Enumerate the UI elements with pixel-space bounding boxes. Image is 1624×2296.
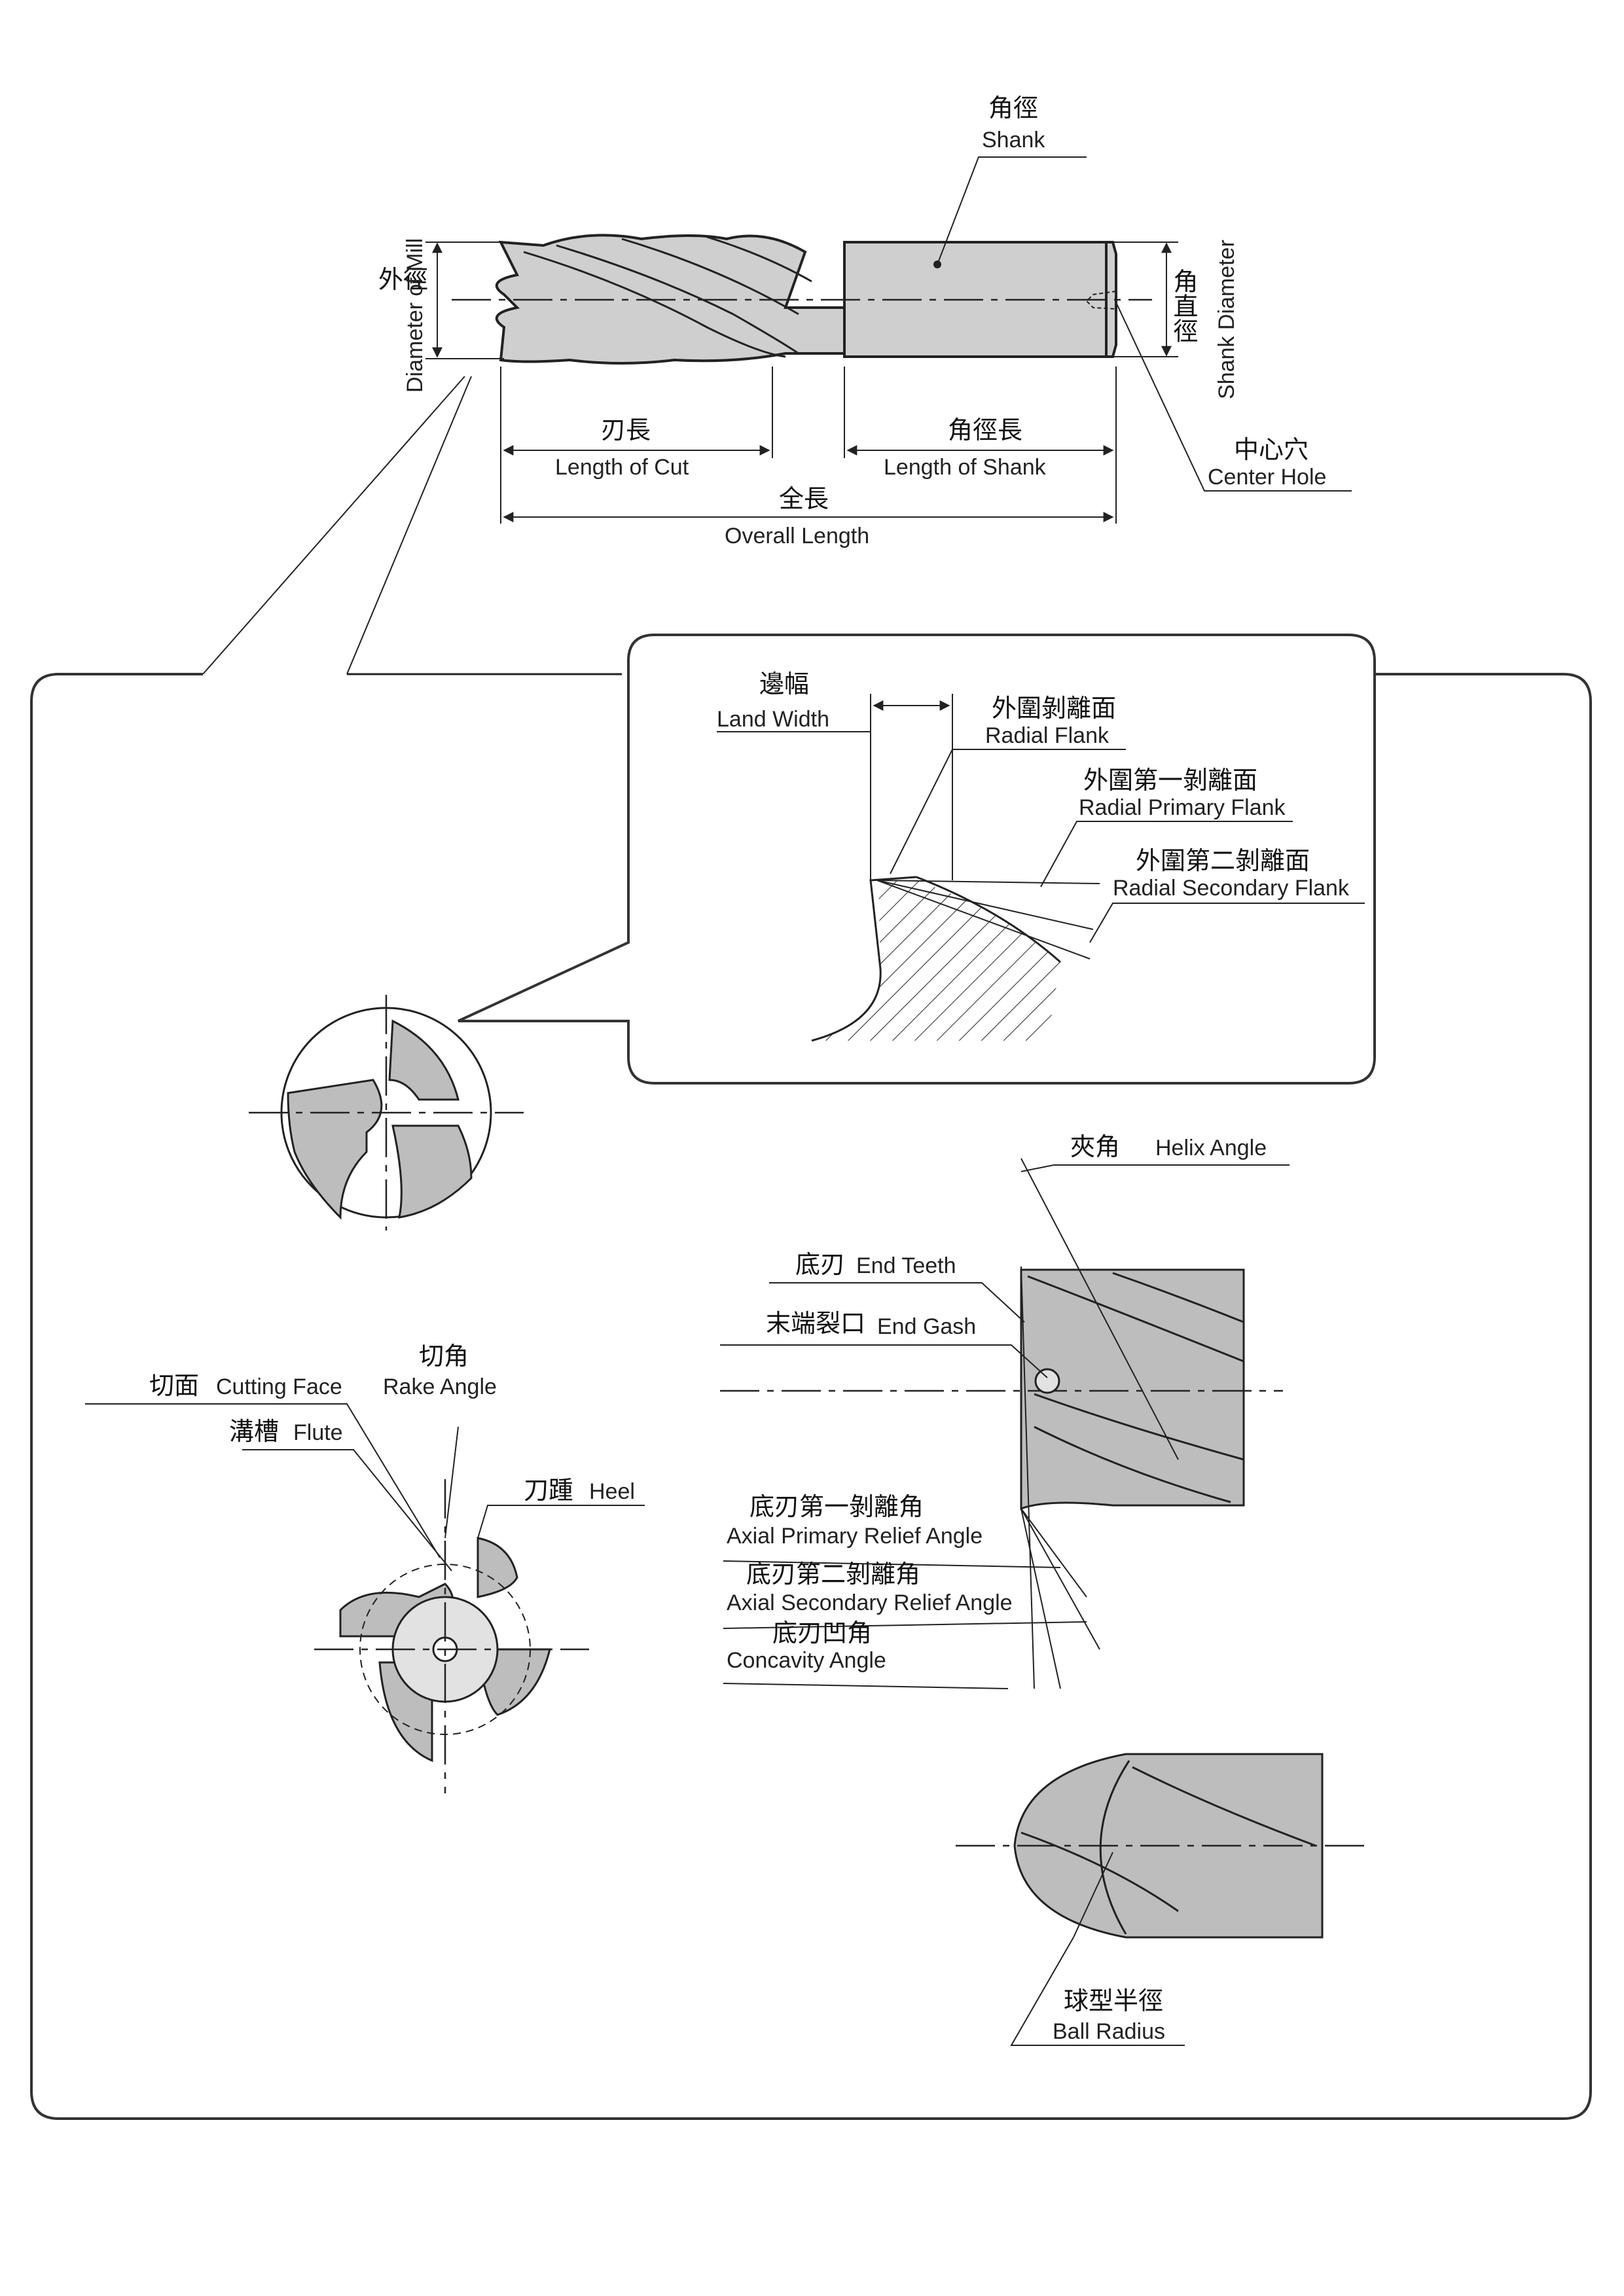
radial-primary-flank-zh: 外圍第一剝離面 bbox=[1083, 766, 1257, 795]
ball-radius-label: Ball Radius bbox=[1053, 2019, 1165, 2044]
heel-zh: 刀踵 bbox=[524, 1476, 573, 1505]
shank-diameter-zh: 角直徑 bbox=[1169, 268, 1198, 343]
radial-flank-label: Radial Flank bbox=[985, 723, 1110, 748]
land-width-label: Land Width bbox=[717, 707, 829, 732]
end-mill-overview: 外徑 Diameter of Mill 角直徑 Shank Diameter 角… bbox=[202, 94, 1352, 675]
center-hole-zh: 中心穴 bbox=[1234, 435, 1308, 464]
rake-angle-label: Rake Angle bbox=[383, 1374, 497, 1399]
end-view: 切角 Rake Angle 切面 Cutting Face 溝槽 Flute 刀… bbox=[85, 1342, 645, 1793]
axial-secondary-label: Axial Secondary Relief Angle bbox=[727, 1590, 1013, 1615]
length-of-shank-zh: 角徑長 bbox=[948, 416, 1022, 444]
overall-length-label: Overall Length bbox=[725, 524, 869, 548]
cutting-face-label: Cutting Face bbox=[216, 1374, 342, 1399]
land-width-zh: 邊幅 bbox=[759, 670, 809, 698]
radial-flank-zh: 外圍剝離面 bbox=[992, 694, 1116, 723]
end-gash-label: End Gash bbox=[877, 1314, 976, 1339]
radial-primary-flank-label: Radial Primary Flank bbox=[1079, 795, 1286, 820]
ball-end-view: 球型半徑 Ball Radius bbox=[956, 1753, 1368, 2046]
heel-label: Heel bbox=[589, 1479, 635, 1504]
length-of-cut-label: Length of Cut bbox=[555, 455, 689, 480]
length-of-shank-label: Length of Shank bbox=[884, 455, 1047, 480]
helix-angle-zh: 夾角 bbox=[1070, 1132, 1120, 1161]
concavity-zh: 底刃凹角 bbox=[772, 1619, 872, 1647]
end-face-circle bbox=[249, 995, 524, 1230]
axial-secondary-zh: 底刃第二剝離角 bbox=[746, 1560, 920, 1588]
cutting-face-zh: 切面 bbox=[149, 1371, 199, 1400]
ball-radius-zh: 球型半徑 bbox=[1064, 1986, 1163, 2015]
end-teeth-label: End Teeth bbox=[856, 1253, 956, 1278]
flute-zh: 溝槽 bbox=[229, 1417, 279, 1446]
side-view: 夾角 Helix Angle 底刃 End Teeth 末端裂口 End Gas… bbox=[720, 1132, 1290, 1689]
radial-secondary-flank-label: Radial Secondary Flank bbox=[1113, 876, 1350, 901]
axial-primary-label: Axial Primary Relief Angle bbox=[727, 1524, 983, 1549]
end-gash-zh: 末端裂口 bbox=[766, 1309, 865, 1338]
diameter-of-mill-label: Diameter of Mill bbox=[403, 238, 427, 393]
flank-detail: 邊幅 Land Width 外圍剝離面 Radial Flank 外圍第一剝離面… bbox=[458, 634, 1376, 1085]
length-of-cut-zh: 刃長 bbox=[601, 416, 651, 444]
shank-zh: 角徑 bbox=[988, 94, 1038, 122]
axial-primary-zh: 底刃第一剝離角 bbox=[749, 1492, 924, 1521]
helix-angle-label: Helix Angle bbox=[1155, 1136, 1267, 1160]
rake-angle-zh: 切角 bbox=[419, 1342, 469, 1371]
shank-diameter-label: Shank Diameter bbox=[1214, 240, 1239, 399]
center-hole-label: Center Hole bbox=[1208, 465, 1326, 490]
diameter-zh-1: 外徑 bbox=[378, 265, 428, 294]
concavity-label: Concavity Angle bbox=[727, 1648, 886, 1673]
overall-length-zh: 全長 bbox=[779, 484, 829, 513]
shank-label: Shank bbox=[982, 128, 1045, 152]
radial-secondary-flank-zh: 外圍第二剝離面 bbox=[1136, 846, 1310, 875]
end-teeth-zh: 底刃 bbox=[795, 1250, 845, 1279]
flute-label: Flute bbox=[293, 1420, 343, 1445]
